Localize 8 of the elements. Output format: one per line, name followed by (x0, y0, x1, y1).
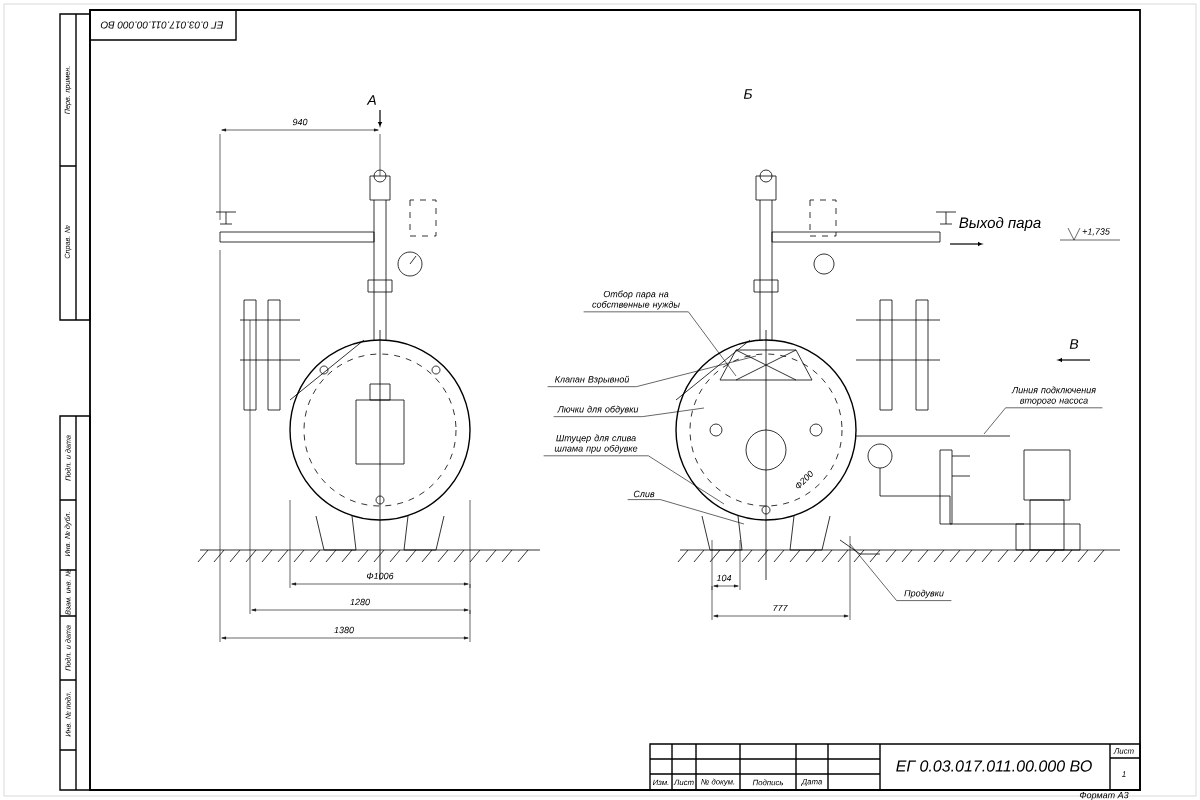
leader-line (553, 407, 705, 417)
leader-line (627, 499, 745, 525)
leader-line (849, 543, 952, 601)
leader-line (547, 355, 757, 387)
leader-line (583, 311, 737, 377)
leader-line (543, 455, 725, 505)
leader-line (983, 407, 1103, 435)
drawing-number: ЕГ 0.03.017.011.00.000 ВО (896, 760, 1092, 772)
